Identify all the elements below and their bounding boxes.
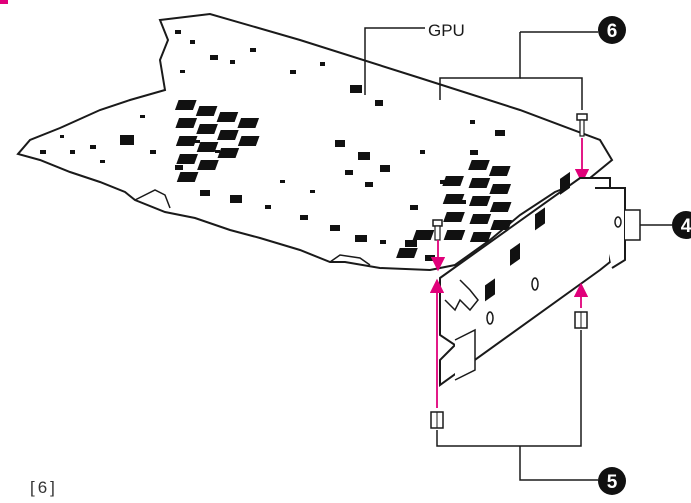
callout-screws-number: 6 [607, 21, 618, 42]
corner-mark [0, 0, 8, 4]
port-slots [486, 216, 622, 325]
callout-bracket: 4 [672, 211, 691, 239]
display-ports [485, 171, 570, 302]
pcb-board [16, 12, 614, 272]
screw-right [576, 113, 588, 137]
nut-left [430, 411, 444, 429]
screw-callout-lines [439, 31, 598, 110]
io-bracket [439, 177, 641, 387]
gpu-callout: GPU [364, 21, 465, 95]
callout-nuts: 5 [598, 467, 626, 495]
gpu-label: GPU [428, 21, 465, 40]
nut-right [574, 311, 588, 329]
memory-chips-right [396, 160, 513, 258]
page-number-label: [6] [30, 478, 58, 497]
small-components [40, 30, 505, 261]
callout-screws: 6 [598, 16, 626, 44]
callout-bracket-number: 4 [681, 216, 691, 237]
callout-nuts-number: 5 [607, 472, 618, 493]
nut-callout-lines [436, 330, 598, 481]
memory-chips-left [174, 100, 260, 182]
